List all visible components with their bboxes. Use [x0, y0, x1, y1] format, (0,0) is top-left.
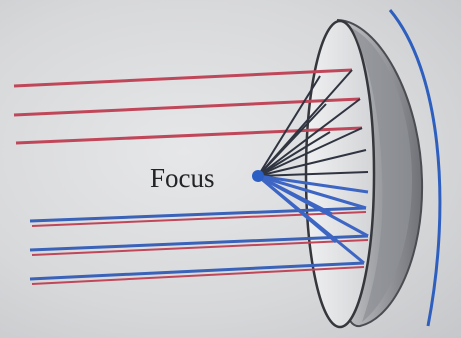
incoming-ray [14, 70, 352, 86]
focus-point [252, 170, 264, 182]
focus-label: Focus [150, 163, 215, 193]
